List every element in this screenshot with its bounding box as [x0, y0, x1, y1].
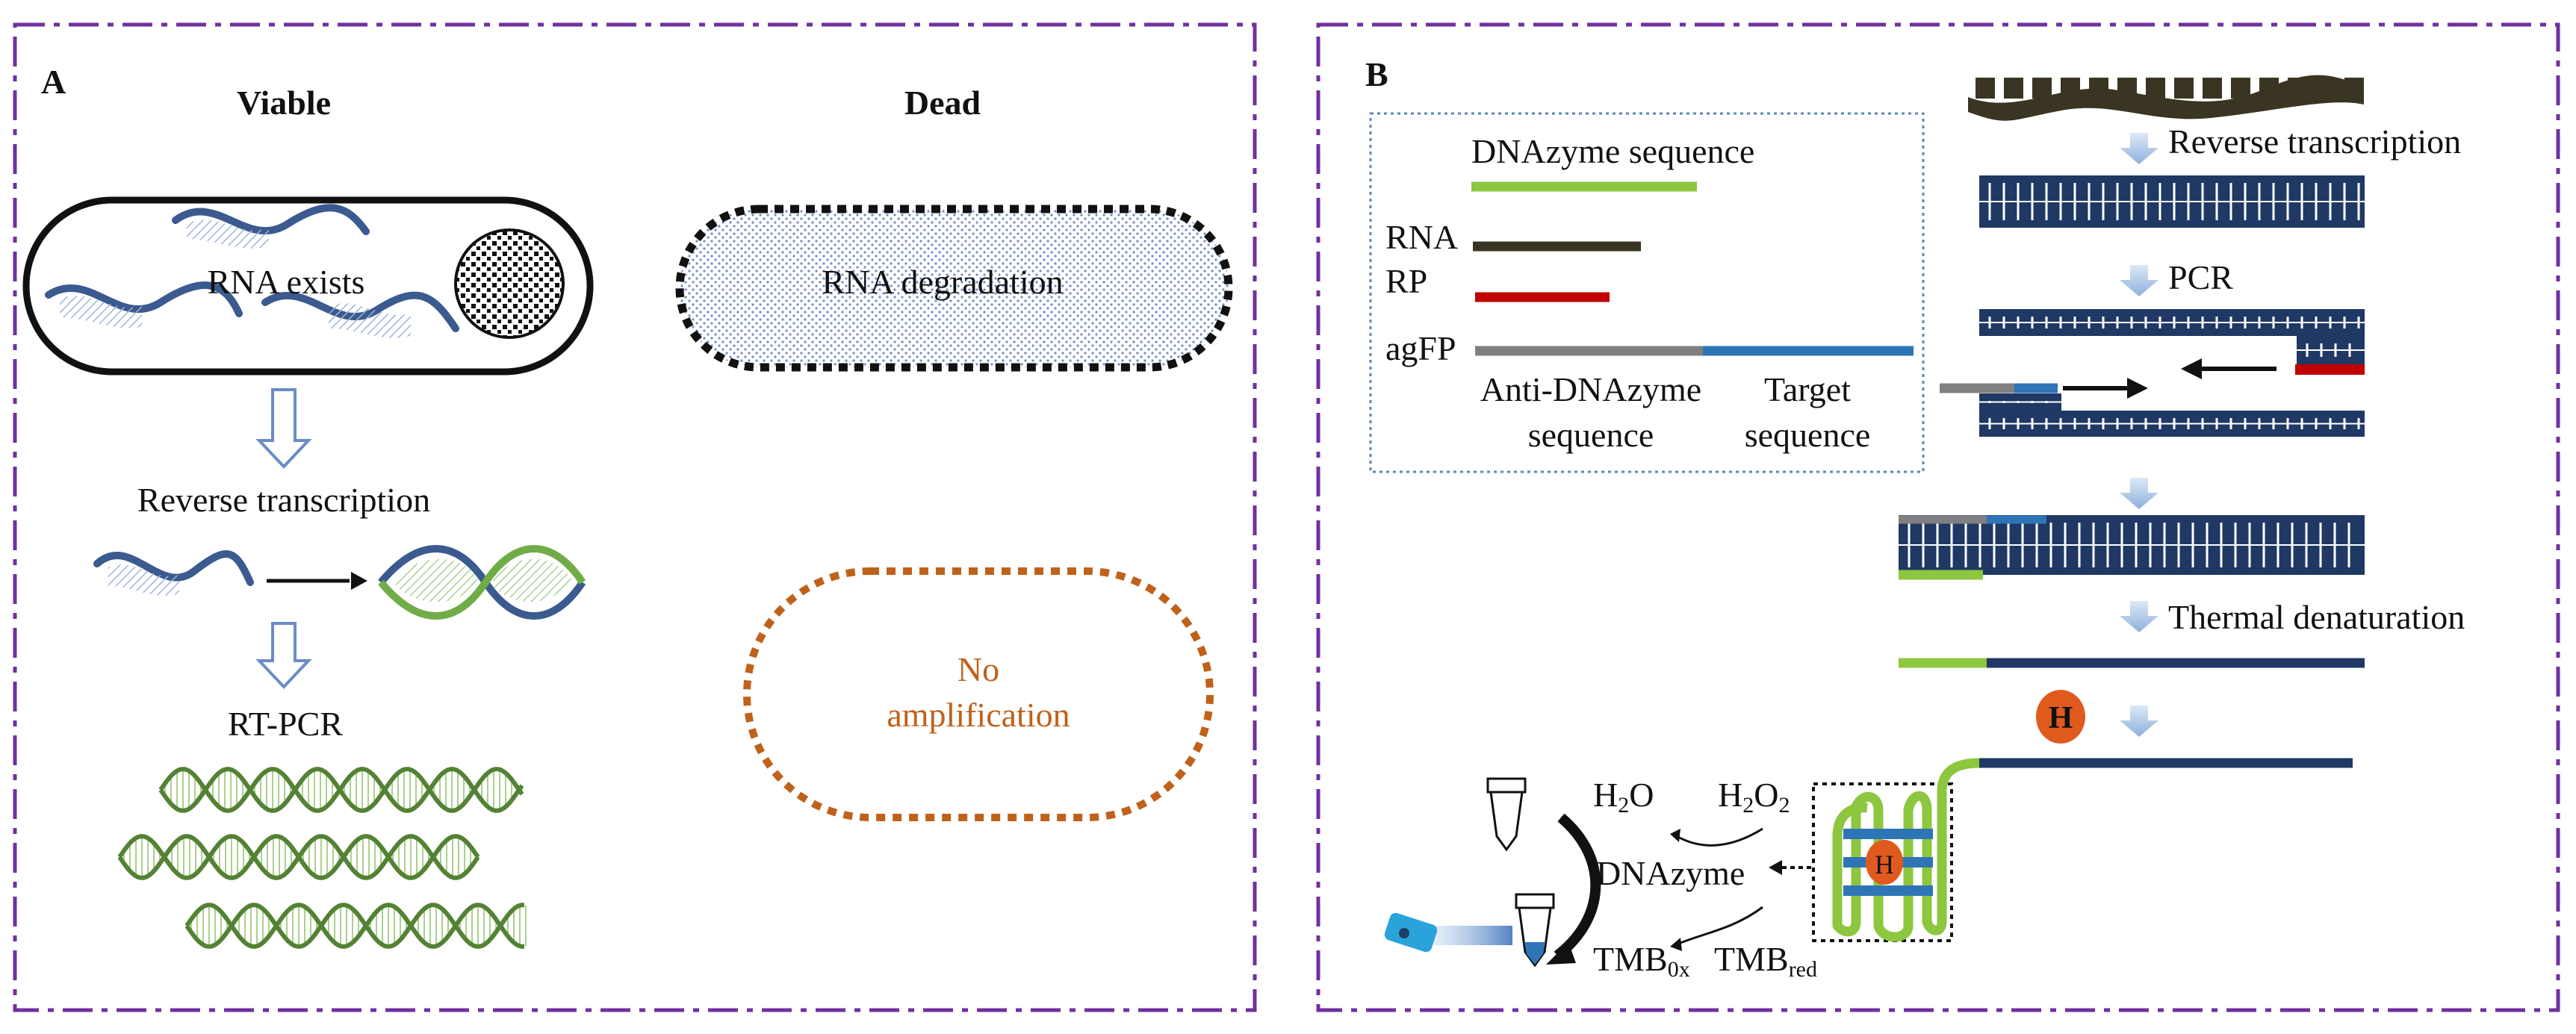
tube-icon	[1486, 777, 1527, 852]
step-arrow-icon	[2120, 265, 2158, 296]
rna-strand	[261, 291, 459, 338]
right-arrow-icon	[267, 572, 367, 590]
g-quadruplex: H	[1812, 758, 1980, 942]
rt-pcr-label: RT-PCR	[228, 705, 343, 743]
legend-rp: RP	[1385, 262, 1427, 300]
pcr-strand-bottom	[1979, 411, 2365, 437]
no-amplification-line2: amplification	[887, 696, 1070, 734]
hemin-label: H	[2049, 701, 2073, 735]
right-arrow-icon	[2063, 378, 2148, 399]
panel-a-label: A	[41, 63, 66, 101]
legend-rna: RNA	[1385, 218, 1458, 256]
legend-box: DNAzyme sequence RNA RP agFP Anti-DNAzym…	[1369, 112, 1925, 473]
cell-nucleus	[454, 228, 565, 339]
step-arrow-icon	[2120, 478, 2158, 509]
step-arrow-icon	[2120, 601, 2158, 632]
cdna-hybrid	[378, 545, 586, 620]
panel-b-frame	[1316, 22, 2560, 1012]
legend-agfp: agFP	[1385, 329, 1456, 367]
down-arrow-icon	[255, 388, 312, 469]
rna-template	[1968, 75, 2364, 121]
hemin-icon: H	[2036, 690, 2085, 744]
panel-a-frame	[13, 22, 1257, 1012]
no-amplification-line1: No	[958, 650, 999, 688]
dsdna-ladder	[1979, 175, 2365, 228]
left-arrow-icon	[2181, 358, 2276, 379]
legend-target-line1: Target	[1764, 370, 1851, 408]
step-reverse-transcription: Reverse transcription	[2168, 122, 2461, 161]
rna-strand	[172, 204, 370, 249]
curved-arrow-icon	[1554, 813, 1601, 960]
legend-anti-dnazyme-line2: sequence	[1528, 416, 1654, 454]
legend-dnazyme-sequence: DNAzyme sequence	[1471, 132, 1754, 170]
viable-header: Viable	[237, 84, 331, 122]
smartphone-icon	[1384, 912, 1438, 953]
step-arrow-icon	[2120, 706, 2158, 737]
rna-strand	[45, 281, 243, 328]
legend-anti-dnazyme-line1: Anti-DNAzyme	[1480, 370, 1701, 408]
amplified-dna	[117, 767, 527, 949]
tmb-ox-label: TMB0x	[1593, 940, 1690, 982]
dsdna-ladders	[1899, 175, 2365, 575]
rna-exists-label: RNA exists	[208, 263, 365, 301]
pcr-primer-ladder	[1979, 393, 2061, 411]
rna-degradation-label: RNA degradation	[822, 263, 1063, 301]
dashed-left-arrow-icon	[1769, 860, 1811, 875]
light-arrow-icon	[1434, 926, 1512, 945]
hemin-bound-icon	[1866, 840, 1903, 885]
reverse-transcription-label-a: Reverse transcription	[137, 481, 430, 519]
tube-icon	[1515, 893, 1555, 968]
down-arrow-icon	[255, 622, 312, 689]
no-amplification-cell: No amplification	[743, 567, 1214, 821]
dead-header: Dead	[904, 84, 981, 122]
dna-helix	[158, 767, 524, 813]
pcr-product-ladder	[1899, 515, 2365, 575]
dnazyme-label: DNAzyme	[1596, 854, 1745, 892]
curved-arrow-icon	[1676, 906, 1763, 946]
h2o2-label: H2O2	[1718, 776, 1790, 817]
h2o-label: H2O	[1593, 776, 1654, 817]
viable-cell: RNA exists	[22, 196, 594, 376]
dead-cell: RNA degradation	[675, 205, 1233, 372]
pcr-strand-top	[1979, 309, 2365, 336]
curved-arrow-icon	[1676, 827, 1763, 847]
panel-b-label: B	[1365, 55, 1388, 93]
step-arrow-icon	[2120, 133, 2158, 164]
legend-target-line2: sequence	[1745, 416, 1871, 454]
rp-primer	[2295, 364, 2365, 375]
step-pcr: PCR	[2168, 258, 2233, 296]
reaction-cycle: H2O H2O2 DNAzyme TMB0x TMBred	[1546, 776, 1817, 982]
primer-annealing	[1940, 358, 2365, 399]
tmb-red-label: TMBred	[1714, 940, 1817, 982]
pcr-rp-ladder	[2297, 336, 2365, 364]
hemin-bound-label: H	[1875, 850, 1894, 879]
dna-helix	[184, 903, 527, 949]
rna-strand	[93, 550, 254, 596]
step-thermal-denaturation: Thermal denaturation	[2168, 598, 2465, 636]
dna-helix	[117, 834, 480, 880]
